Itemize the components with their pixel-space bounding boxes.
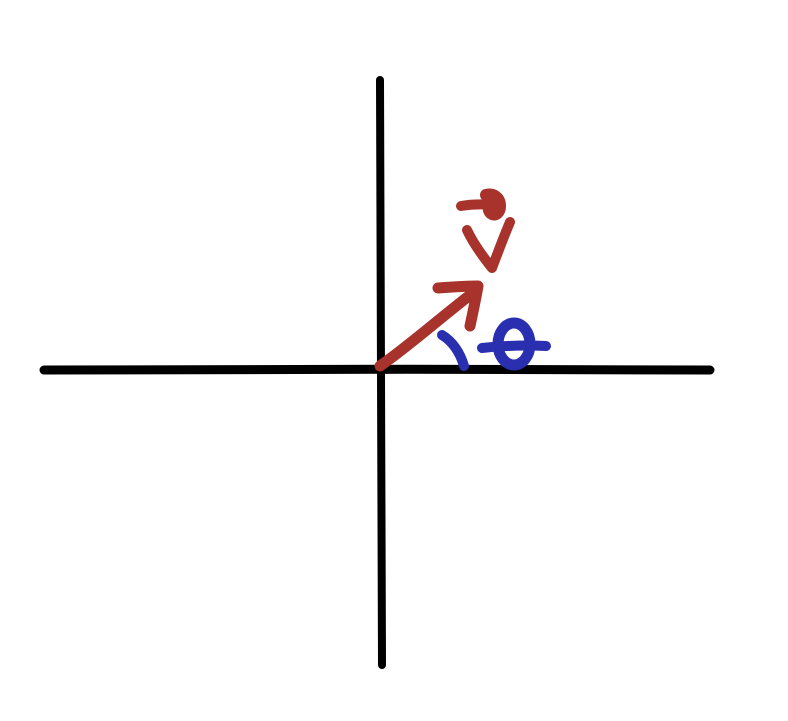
theta-symbol: [477, 317, 551, 371]
angle-arc: [437, 330, 469, 371]
vector-symbol-arrowhead: [480, 188, 506, 221]
y-axis: [376, 76, 386, 669]
arrow-icon: [432, 280, 484, 332]
x-axis: [39, 364, 715, 375]
vector-shaft: [374, 286, 480, 372]
theta-bar: [477, 340, 551, 353]
vector-symbol-v: [462, 217, 515, 273]
vector-arrow: [374, 280, 484, 372]
v-vector-symbol: [456, 188, 515, 273]
